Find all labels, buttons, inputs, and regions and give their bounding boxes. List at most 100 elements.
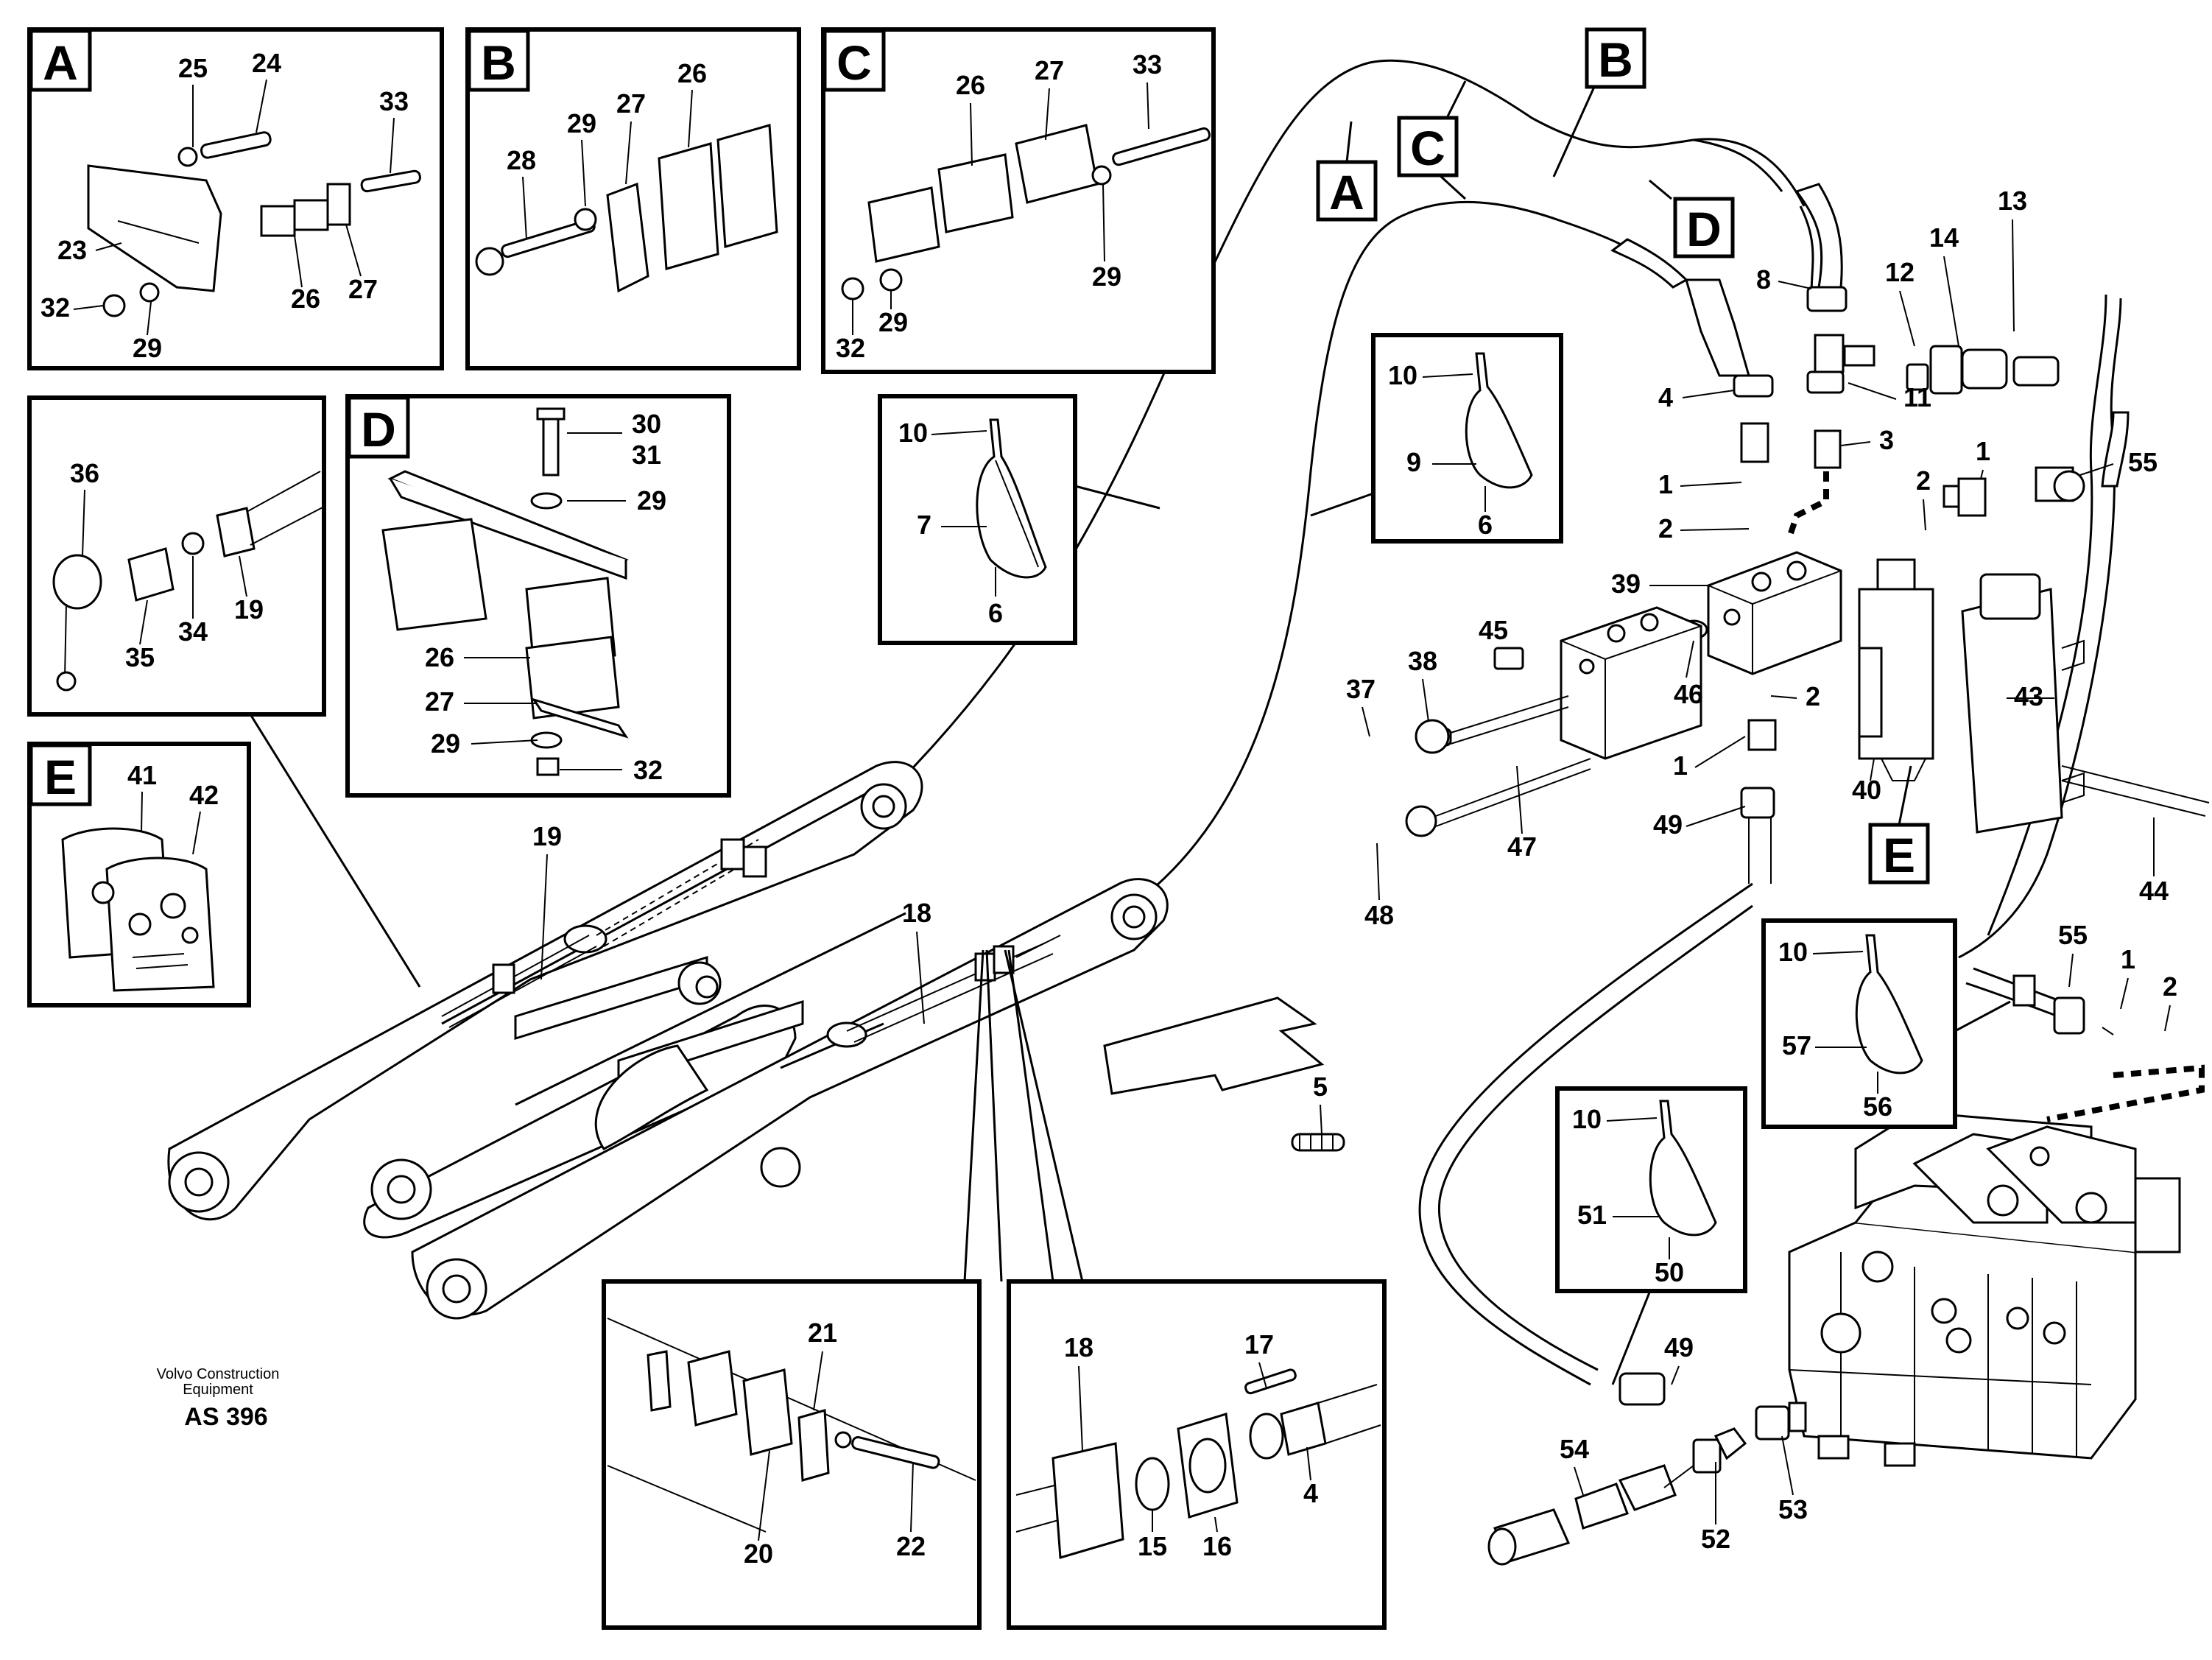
svg-text:1: 1 <box>1673 750 1688 781</box>
svg-text:27: 27 <box>425 686 454 717</box>
svg-text:2: 2 <box>1658 513 1673 544</box>
svg-text:52: 52 <box>1701 1524 1730 1554</box>
svg-text:6: 6 <box>988 598 1003 628</box>
drawing-code: AS 396 <box>184 1403 267 1431</box>
svg-text:30: 30 <box>632 409 661 439</box>
svg-text:51: 51 <box>1577 1200 1607 1230</box>
svg-text:27: 27 <box>616 88 646 119</box>
callout-a: A <box>1329 165 1364 219</box>
svg-text:47: 47 <box>1507 831 1537 862</box>
svg-text:32: 32 <box>40 292 70 323</box>
bottom-fittings <box>1487 1372 1807 1566</box>
inset-c-labels: 26 27 33 29 32 29 <box>836 49 1162 363</box>
svg-text:50: 50 <box>1655 1257 1684 1287</box>
svg-text:36: 36 <box>70 458 99 488</box>
svg-text:43: 43 <box>2014 681 2043 711</box>
svg-text:18: 18 <box>902 898 931 928</box>
svg-text:46: 46 <box>1674 679 1703 709</box>
svg-text:10: 10 <box>1778 937 1808 967</box>
svg-text:35: 35 <box>125 642 155 672</box>
svg-text:28: 28 <box>507 145 536 175</box>
svg-text:29: 29 <box>637 485 666 516</box>
direction-arrow <box>1103 996 1325 1095</box>
svg-text:48: 48 <box>1364 900 1394 930</box>
svg-text:49: 49 <box>1653 809 1683 840</box>
clamp-inset-2-labels: 10 9 6 <box>1388 360 1493 540</box>
callout-b: B <box>1598 32 1633 87</box>
svg-text:2: 2 <box>1806 681 1820 711</box>
svg-text:4: 4 <box>1303 1478 1318 1508</box>
svg-text:17: 17 <box>1244 1329 1274 1360</box>
svg-text:26: 26 <box>956 70 985 100</box>
svg-text:38: 38 <box>1408 646 1437 676</box>
svg-text:26: 26 <box>425 642 454 672</box>
inset-leaders <box>249 485 2011 1385</box>
callout-c: C <box>1410 121 1445 175</box>
inset-b-labels: 29 27 26 28 <box>507 58 707 175</box>
inset-c-letter: C <box>836 35 872 90</box>
svg-text:31: 31 <box>632 440 661 470</box>
clamp-inset-2: 10 9 6 <box>1371 333 1563 544</box>
svg-text:16: 16 <box>1202 1531 1232 1561</box>
clamp-inset-1-labels: 10 7 6 <box>898 418 1003 628</box>
svg-text:10: 10 <box>1572 1104 1602 1134</box>
svg-text:53: 53 <box>1778 1494 1808 1524</box>
svg-text:1: 1 <box>1658 469 1673 499</box>
inset-hose-labels: 36 35 34 19 <box>70 458 264 672</box>
svg-text:39: 39 <box>1611 569 1641 599</box>
svg-text:1: 1 <box>1976 436 1990 466</box>
inset-flange: 17 18 4 15 16 <box>1007 1279 1387 1630</box>
svg-text:Equipment: Equipment <box>183 1382 253 1398</box>
inset-bracket-labels: 21 20 22 <box>744 1318 926 1569</box>
svg-text:54: 54 <box>1560 1434 1589 1464</box>
svg-text:57: 57 <box>1782 1030 1811 1061</box>
svg-text:37: 37 <box>1346 674 1376 704</box>
hose-routes <box>895 59 2122 1386</box>
control-valve-assembly <box>1788 1111 2181 1467</box>
svg-text:10: 10 <box>1388 360 1417 390</box>
svg-text:33: 33 <box>1133 49 1162 80</box>
main-part-labels: 19 18 5 8 12 14 13 4 11 1 3 2 2 1 55 39 … <box>532 186 2177 1554</box>
svg-text:7: 7 <box>917 510 931 540</box>
clamp-inset-3-labels: 10 57 56 <box>1778 937 1892 1122</box>
callout-tags: A B C D E <box>1316 27 1930 884</box>
svg-text:22: 22 <box>896 1531 926 1561</box>
svg-text:44: 44 <box>2139 876 2169 906</box>
inset-d-letter: D <box>361 402 396 457</box>
spring-part-5 <box>1291 1133 1345 1152</box>
inset-a-letter: A <box>43 35 78 90</box>
inset-e-letter: E <box>44 750 77 804</box>
svg-text:13: 13 <box>1998 186 2027 216</box>
inset-a-labels: 25 24 33 23 32 29 26 27 <box>40 48 409 363</box>
inset-a: A 25 24 33 23 32 29 26 27 <box>27 27 444 370</box>
clamp-inset-1: 10 7 6 <box>878 394 1077 645</box>
svg-text:4: 4 <box>1658 382 1673 412</box>
svg-text:21: 21 <box>808 1318 837 1348</box>
svg-text:32: 32 <box>836 333 865 363</box>
svg-text:29: 29 <box>567 108 596 138</box>
svg-text:49: 49 <box>1664 1332 1694 1362</box>
svg-text:29: 29 <box>133 333 162 363</box>
callout-e: E <box>1883 828 1915 882</box>
inset-hose: 36 35 34 19 <box>27 395 326 717</box>
svg-text:33: 33 <box>379 86 409 116</box>
svg-text:24: 24 <box>252 48 281 78</box>
svg-text:3: 3 <box>1879 425 1894 455</box>
svg-text:18: 18 <box>1064 1332 1093 1362</box>
svg-text:32: 32 <box>633 755 663 785</box>
svg-text:27: 27 <box>348 274 378 304</box>
inset-c: C 26 27 33 29 32 29 <box>821 27 1216 374</box>
svg-text:15: 15 <box>1138 1531 1167 1561</box>
inset-bracket: 21 20 22 <box>602 1279 982 1630</box>
svg-text:40: 40 <box>1852 775 1881 805</box>
inset-e-labels: 41 42 <box>127 760 219 810</box>
callout-d: D <box>1686 202 1722 256</box>
inset-b: B 29 27 26 28 <box>465 27 801 370</box>
svg-text:5: 5 <box>1313 1072 1328 1102</box>
svg-text:19: 19 <box>234 594 264 625</box>
svg-text:34: 34 <box>178 616 208 647</box>
inset-b-letter: B <box>481 35 516 90</box>
svg-text:25: 25 <box>178 53 208 83</box>
inset-flange-labels: 17 18 4 15 16 <box>1064 1329 1318 1561</box>
svg-text:23: 23 <box>57 235 87 265</box>
